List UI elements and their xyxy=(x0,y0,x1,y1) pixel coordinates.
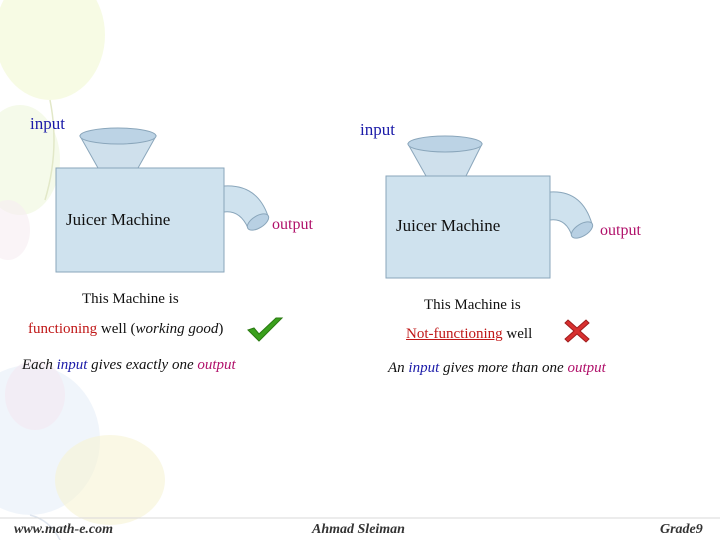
right-output-label: output xyxy=(600,222,641,239)
right-status-well: well xyxy=(502,326,533,342)
footer-author: Ahmad Sleiman xyxy=(312,522,405,537)
left-status-well: well ( xyxy=(97,321,136,337)
right-rule-input: input xyxy=(408,360,440,376)
cross-icon xyxy=(564,319,590,343)
left-status-paren: working good xyxy=(135,321,219,337)
right-rule-output: output xyxy=(567,360,606,376)
right-status-intro: This Machine is xyxy=(424,297,521,313)
left-output-label: output xyxy=(272,216,313,233)
left-status-close: ) xyxy=(218,321,224,337)
left-rule-input: input xyxy=(56,357,88,373)
left-input-label: input xyxy=(30,114,65,133)
right-status-line: Not-functioning well xyxy=(406,326,532,343)
left-rule-pre: Each xyxy=(22,357,57,373)
right-machine-label: Juicer Machine xyxy=(392,214,505,238)
left-status-word: functioning xyxy=(28,321,98,337)
right-status-word: Not-functioning xyxy=(406,326,503,342)
footer-website: www.math-e.com xyxy=(14,522,114,537)
right-rule-line: An input gives more than one output xyxy=(388,360,606,377)
checkmark-icon xyxy=(247,317,284,342)
left-rule-line: Each input gives exactly one output xyxy=(22,357,236,374)
left-machine-label: Juicer Machine xyxy=(62,208,175,232)
right-juicer-machine xyxy=(385,135,594,279)
left-status-line: functioning well (working good) xyxy=(28,321,223,338)
right-rule-mid: gives more than one xyxy=(439,360,568,376)
footer-grade: Grade9 xyxy=(660,522,703,537)
left-rule-output: output xyxy=(197,357,236,373)
left-status-intro: This Machine is xyxy=(82,291,179,307)
left-juicer-machine xyxy=(55,127,270,273)
left-rule-mid: gives exactly one xyxy=(87,357,198,373)
right-input-label: input xyxy=(360,120,395,139)
right-rule-pre: An xyxy=(388,360,409,376)
